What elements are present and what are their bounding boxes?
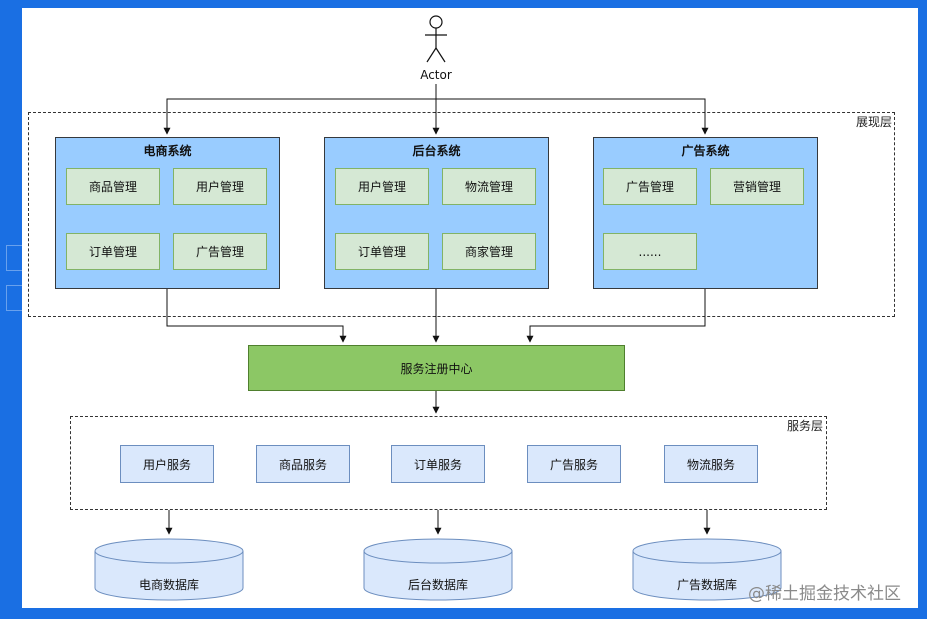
module: 商品管理 [66, 168, 160, 205]
actor-label: Actor [420, 68, 452, 82]
presentation-layer-label: 展现层 [856, 115, 893, 129]
service-layer-label: 服务层 [787, 419, 824, 433]
module: 营销管理 [710, 168, 804, 205]
module: ...... [603, 233, 697, 270]
database-advertising: 广告数据库 [633, 545, 781, 605]
database-label: 广告数据库 [676, 578, 737, 592]
database-ecommerce: 电商数据库 [95, 545, 243, 605]
system-title: 电商系统 [143, 144, 192, 158]
service-layer [70, 416, 827, 510]
module: 用户管理 [173, 168, 267, 205]
system-title: 后台系统 [412, 144, 461, 158]
watermark: @稀土掘金技术社区 [748, 584, 901, 604]
database-label: 后台数据库 [407, 578, 468, 592]
system-advertising: 广告系统 [593, 137, 818, 289]
database-backend: 后台数据库 [364, 545, 512, 605]
module: 订单管理 [66, 233, 160, 270]
database-label: 电商数据库 [138, 578, 199, 592]
service-registry: 服务注册中心 [248, 345, 625, 391]
service-box: 订单服务 [391, 445, 485, 483]
module: 用户管理 [335, 168, 429, 205]
module: 物流管理 [442, 168, 536, 205]
module: 订单管理 [335, 233, 429, 270]
module: 商家管理 [442, 233, 536, 270]
service-box: 广告服务 [527, 445, 621, 483]
system-title: 广告系统 [681, 144, 730, 158]
service-box: 商品服务 [256, 445, 350, 483]
module: 广告管理 [603, 168, 697, 205]
module: 广告管理 [173, 233, 267, 270]
service-box: 用户服务 [120, 445, 214, 483]
service-box: 物流服务 [664, 445, 758, 483]
